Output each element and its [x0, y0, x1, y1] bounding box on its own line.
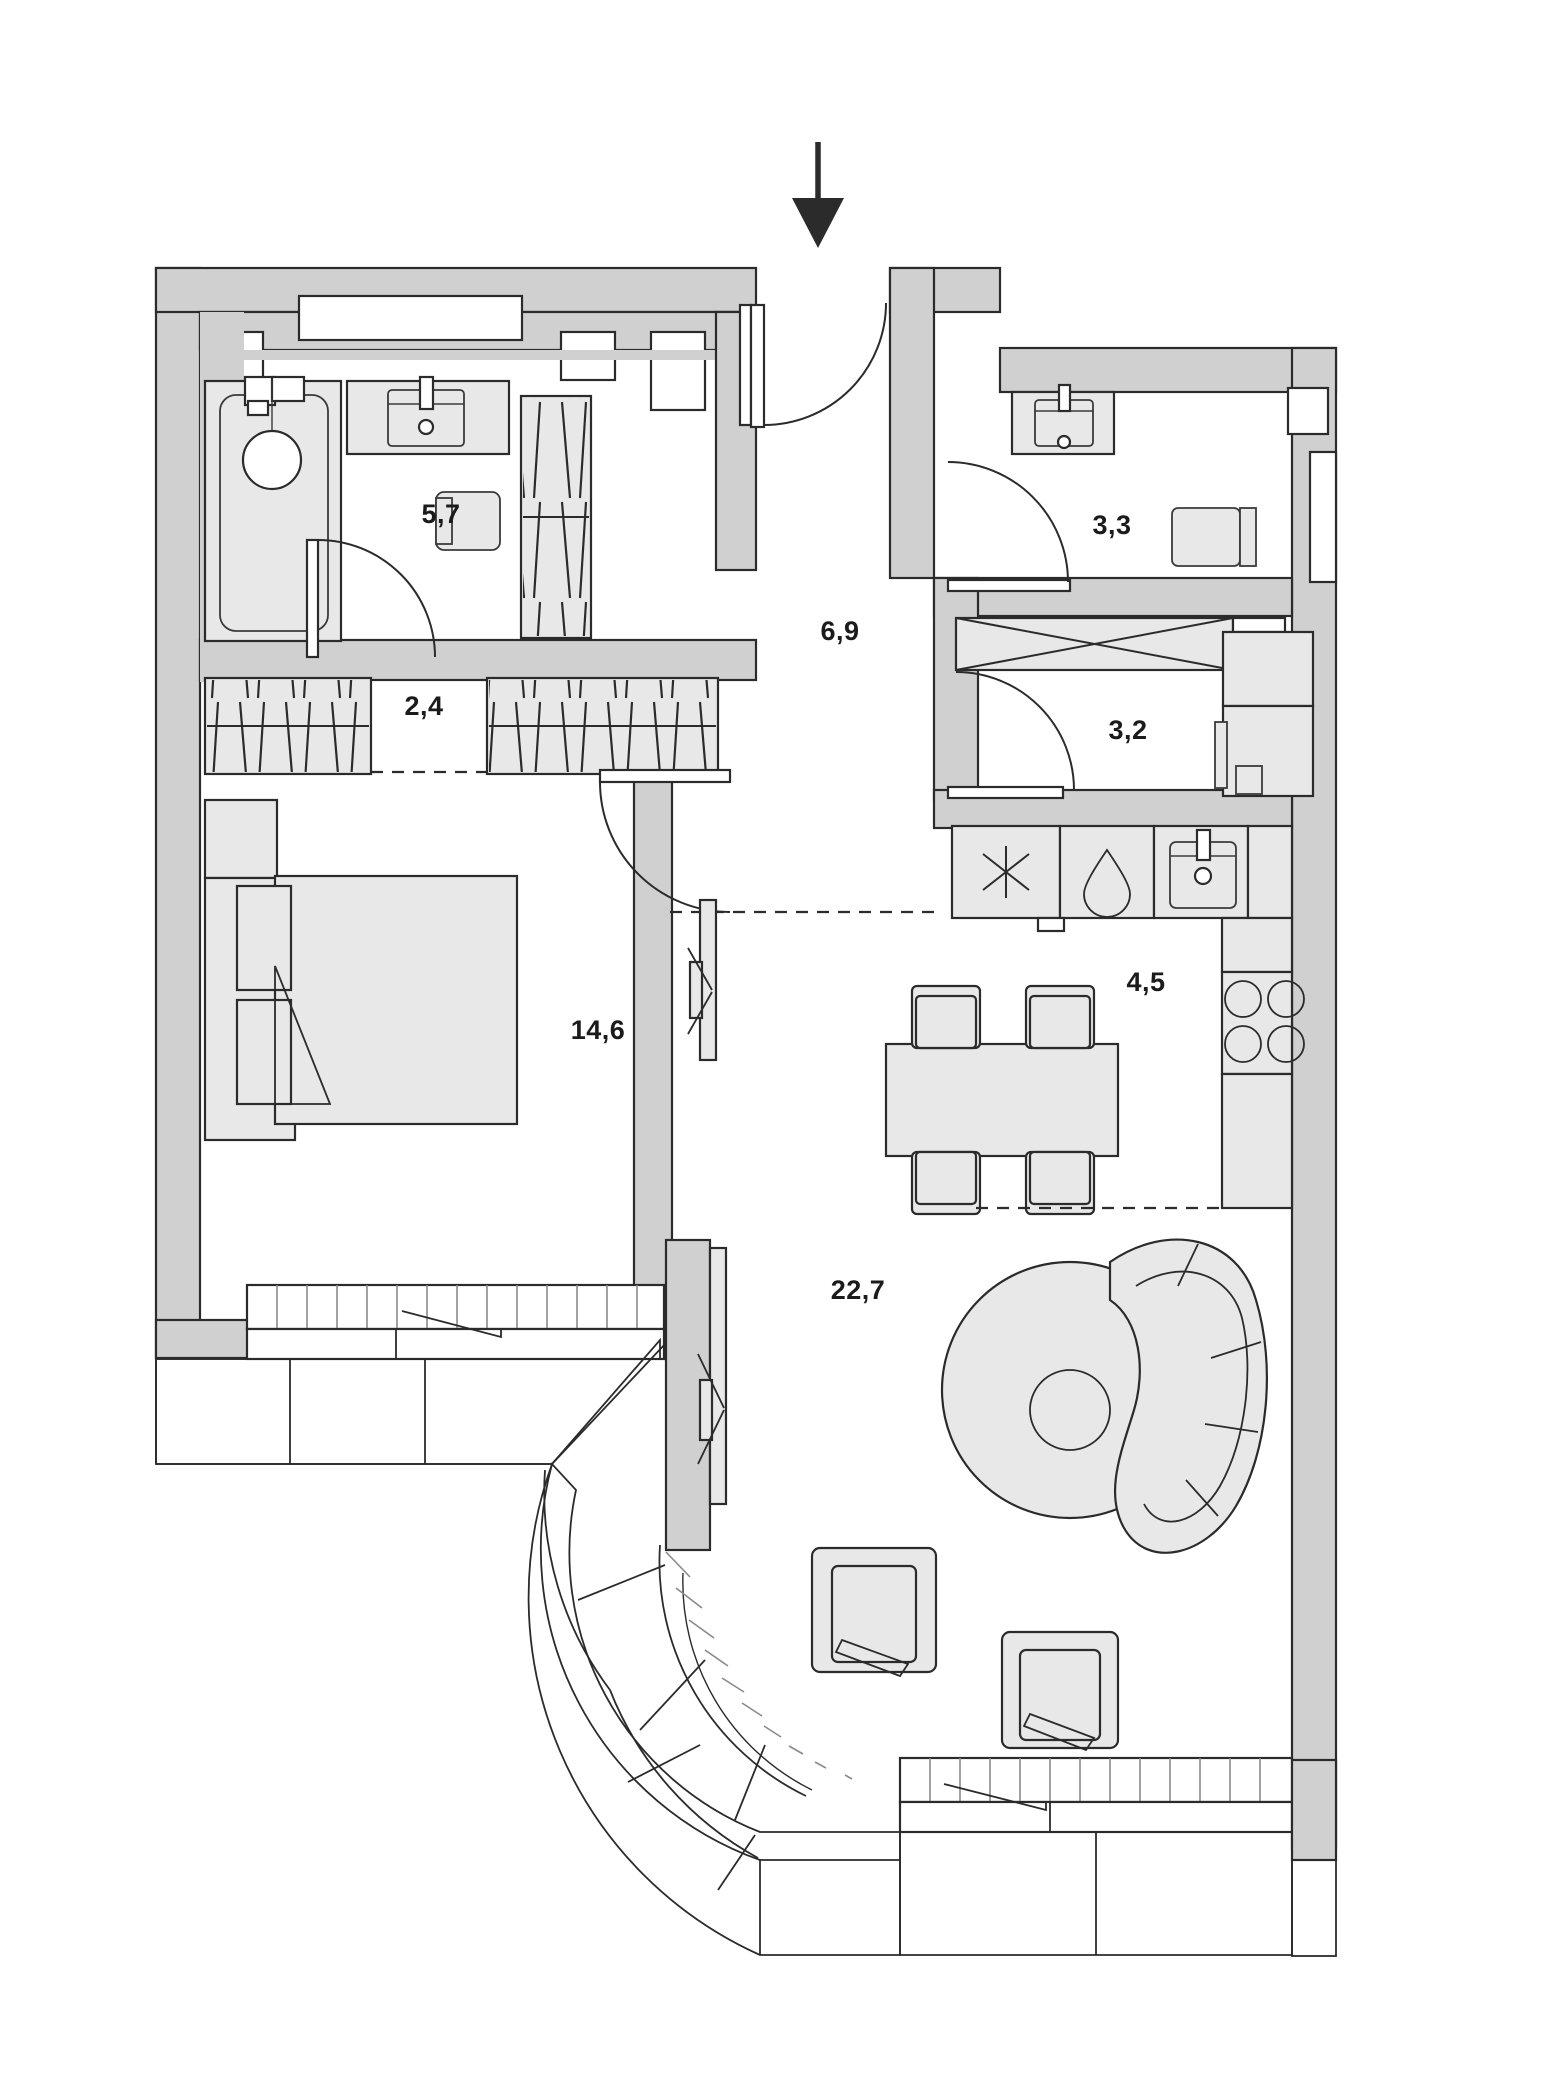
- bathroom-second-fixtures: 3,3: [946, 383, 1257, 593]
- entry-door[interactable]: [738, 302, 887, 429]
- dishwasher-icon: [1058, 824, 1156, 920]
- living-window: [898, 1756, 1294, 1834]
- bathtub-tap-3: [246, 399, 270, 417]
- area-label-bathroom-second: 3,3: [1092, 510, 1131, 540]
- hall: 6,9: [598, 302, 887, 913]
- cabinet-handle: [1036, 916, 1066, 933]
- hob-star-icon: [982, 846, 1030, 898]
- toilet-tank-1: [435, 497, 453, 545]
- living-balcony: [899, 1831, 1337, 1957]
- window-right: [1308, 450, 1338, 584]
- living-fixtures: 22,7: [697, 1238, 1294, 1834]
- stove-icon: [1220, 970, 1294, 1076]
- dining-table: [884, 1042, 1120, 1158]
- wall-niche-4: [1286, 386, 1330, 436]
- closet-fixtures: 2,4: [203, 676, 720, 776]
- bathroom-main-fixtures: 5,7: [203, 375, 593, 659]
- sink-drain-2: [1056, 434, 1072, 450]
- shelf-end: [1231, 616, 1287, 634]
- dryer-icon: [1221, 630, 1315, 708]
- area-label-bedroom: 14,6: [571, 1015, 626, 1045]
- kitchen-drain: [1193, 866, 1213, 886]
- armchair-icon-1: [810, 1546, 938, 1678]
- bedroom-fixtures: 14,6: [155, 798, 718, 1465]
- counter-right-2: [1220, 1072, 1294, 1210]
- washer-door: [1235, 765, 1263, 795]
- pillow-2: [235, 998, 293, 1106]
- toilet-icon-2: [1171, 507, 1241, 567]
- bathtub-tap-2: [270, 375, 306, 403]
- wall-niche-3: [649, 330, 707, 412]
- laundry-fixtures: 3,2: [946, 616, 1315, 800]
- sink-drain-1: [417, 418, 435, 436]
- area-label-kitchen: 4,5: [1126, 967, 1165, 997]
- toilet-tank-2: [1239, 507, 1257, 567]
- faucet-1: [418, 375, 435, 411]
- armchair-icon-2: [1000, 1630, 1120, 1752]
- bedroom-slider[interactable]: [687, 898, 718, 1062]
- bedroom-balcony: [155, 1337, 667, 1465]
- kitchen-faucet: [1195, 828, 1212, 862]
- entry-arrow-icon: [792, 142, 844, 248]
- counter-right-1: [1220, 916, 1294, 974]
- area-label-closet: 2,4: [404, 691, 443, 721]
- bathroom2-door[interactable]: [946, 461, 1072, 593]
- faucet-2: [1057, 383, 1072, 413]
- wall-right-bottom: [1290, 1758, 1338, 1862]
- bathtub-drain: [241, 429, 303, 491]
- bathroom-door[interactable]: [305, 538, 436, 659]
- area-label-bathroom-main: 5,7: [421, 499, 460, 529]
- kitchen-fixtures: 4,5: [670, 824, 1305, 1216]
- bed-icon: [273, 874, 519, 1126]
- coffee-table: [1029, 1369, 1111, 1451]
- bedroom-window: [245, 1283, 666, 1361]
- curved-terrace: [527, 1462, 901, 1956]
- living-slider[interactable]: [697, 1246, 728, 1506]
- area-label-laundry: 3,2: [1108, 715, 1147, 745]
- bed-blanket-fold: [274, 965, 332, 1105]
- counter-corner: [1246, 824, 1294, 920]
- area-label-hall: 6,9: [820, 616, 859, 646]
- water-drop-icon: [1083, 848, 1131, 918]
- washer-panel: [1214, 721, 1228, 789]
- nightstand: [203, 798, 279, 880]
- dining-chair-group: [910, 984, 1096, 1216]
- sofa-icon: [1108, 1238, 1268, 1554]
- laundry-door[interactable]: [946, 671, 1075, 800]
- pillow-1: [235, 884, 293, 992]
- window-top-left: [297, 294, 524, 342]
- area-label-living: 22,7: [831, 1275, 886, 1305]
